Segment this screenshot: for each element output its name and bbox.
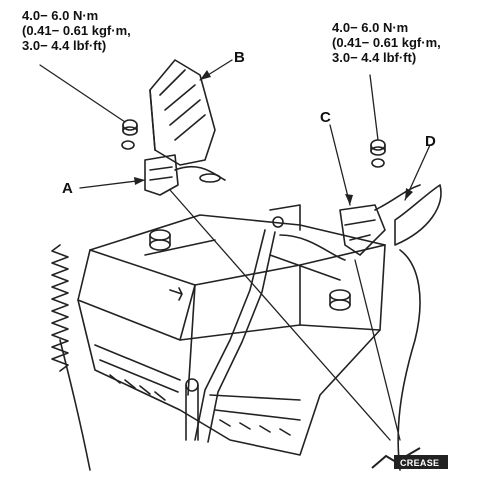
torque-right-line2: (0.41− 0.61 kgf·m, bbox=[332, 35, 441, 50]
coil-spring bbox=[51, 244, 69, 372]
torque-left-line1: 4.0− 6.0 N·m bbox=[22, 8, 99, 23]
battery-cable bbox=[279, 234, 346, 261]
body-panel-left bbox=[59, 339, 91, 471]
battery-terminal-left bbox=[149, 229, 171, 251]
harness-d bbox=[394, 184, 442, 246]
torque-spec-left: 4.0− 6.0 N·m (0.41− 0.61 kgf·m, 3.0− 4.4… bbox=[22, 8, 131, 53]
callout-c: C bbox=[320, 109, 331, 126]
terminal-a bbox=[144, 154, 226, 196]
crease-label: CREASE bbox=[400, 458, 440, 468]
torque-spec-right: 4.0− 6.0 N·m (0.41− 0.61 kgf·m, 3.0− 4.4… bbox=[332, 20, 441, 65]
callout-d: D bbox=[425, 133, 436, 150]
nut-right bbox=[370, 139, 386, 168]
terminal-cover-b bbox=[149, 59, 216, 166]
terminal-c bbox=[339, 184, 421, 256]
torque-right-line3: 3.0− 4.4 lbf·ft) bbox=[332, 50, 417, 65]
battery bbox=[77, 214, 386, 456]
hold-down-bracket bbox=[185, 204, 301, 443]
battery-terminal-right bbox=[329, 289, 351, 311]
torque-left-line2: (0.41− 0.61 kgf·m, bbox=[22, 23, 131, 38]
body-panel-right bbox=[397, 249, 421, 471]
crease-symbol bbox=[371, 447, 448, 469]
leader-arrowheads bbox=[134, 70, 413, 205]
torque-left-line3: 3.0− 4.4 lbf·ft) bbox=[22, 38, 107, 53]
leader-lines bbox=[39, 59, 431, 441]
torque-right-line1: 4.0− 6.0 N·m bbox=[332, 20, 409, 35]
callout-b: B bbox=[234, 49, 245, 66]
callout-a: A bbox=[62, 180, 73, 197]
nut-left bbox=[121, 119, 138, 150]
